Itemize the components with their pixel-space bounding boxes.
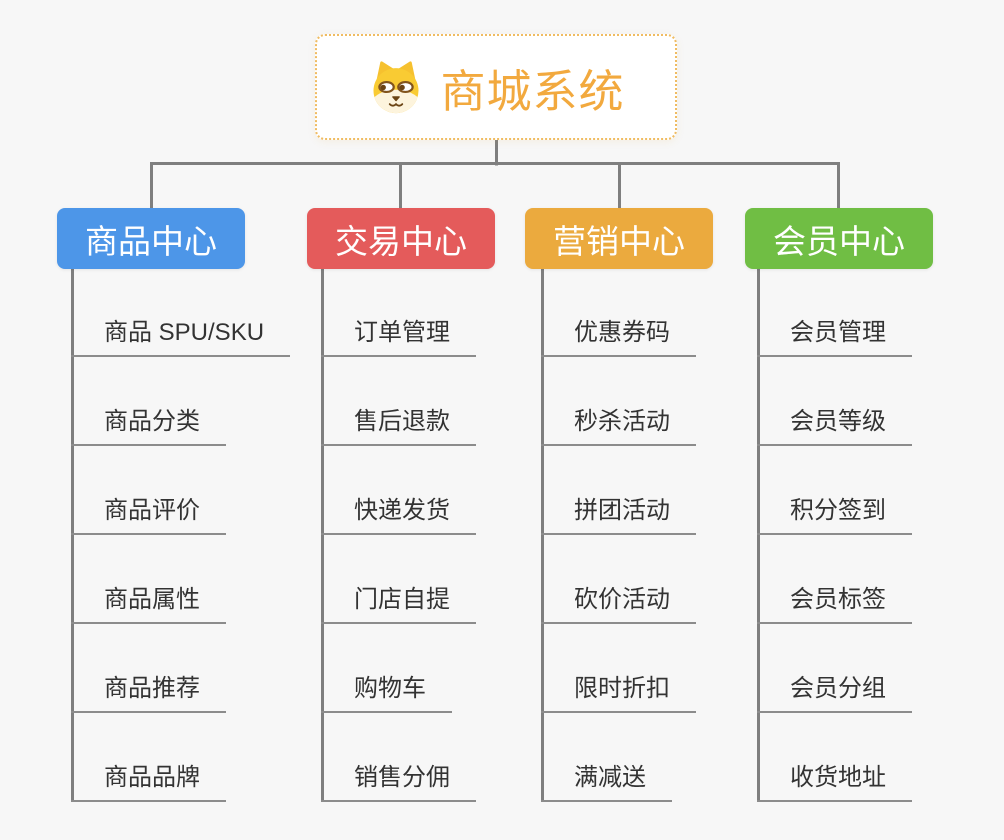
leaf-item[interactable]: 会员标签 <box>757 585 912 624</box>
leaf-item[interactable]: 满减送 <box>541 763 672 802</box>
leaf-item[interactable]: 会员等级 <box>757 407 912 446</box>
branch-header[interactable]: 会员中心 <box>745 208 933 269</box>
leaf-item[interactable]: 砍价活动 <box>541 585 696 624</box>
leaf-item[interactable]: 商品分类 <box>71 407 226 446</box>
leaf-item[interactable]: 商品品牌 <box>71 763 226 802</box>
leaf-item[interactable]: 商品评价 <box>71 496 226 535</box>
root-title: 商城系统 <box>440 65 625 117</box>
branch-header[interactable]: 商品中心 <box>57 208 245 269</box>
leaf-item[interactable]: 订单管理 <box>321 318 476 357</box>
leaf-item[interactable]: 商品属性 <box>71 585 226 624</box>
leaf-item[interactable]: 快递发货 <box>321 496 476 535</box>
branch-header-label: 会员中心 <box>773 222 905 260</box>
leaf-item[interactable]: 限时折扣 <box>541 674 696 713</box>
branch-bar-line <box>150 162 840 209</box>
leaf-item[interactable]: 拼团活动 <box>541 496 696 535</box>
leaf-item[interactable]: 购物车 <box>321 674 452 713</box>
leaf-item[interactable]: 会员管理 <box>757 318 912 357</box>
leaf-item[interactable]: 门店自提 <box>321 585 476 624</box>
shiba-dog-icon <box>373 61 419 114</box>
branch-header-label: 交易中心 <box>335 222 467 260</box>
branch-header-label: 商品中心 <box>85 222 217 260</box>
leaf-item[interactable]: 售后退款 <box>321 407 476 446</box>
leaf-item[interactable]: 收货地址 <box>757 763 912 802</box>
branch-header-label: 营销中心 <box>553 222 685 260</box>
leaf-item[interactable]: 会员分组 <box>757 674 912 713</box>
leaf-item[interactable]: 商品 SPU/SKU <box>71 318 291 357</box>
leaf-item[interactable]: 秒杀活动 <box>541 407 696 446</box>
branch-header[interactable]: 营销中心 <box>525 208 713 269</box>
root-node[interactable]: 商城系统 <box>315 34 677 140</box>
branch-header[interactable]: 交易中心 <box>307 208 495 269</box>
leaf-item[interactable]: 销售分佣 <box>321 763 476 802</box>
leaf-item[interactable]: 优惠券码 <box>541 318 696 357</box>
leaf-item[interactable]: 商品推荐 <box>71 674 226 713</box>
leaf-item[interactable]: 积分签到 <box>757 496 912 535</box>
